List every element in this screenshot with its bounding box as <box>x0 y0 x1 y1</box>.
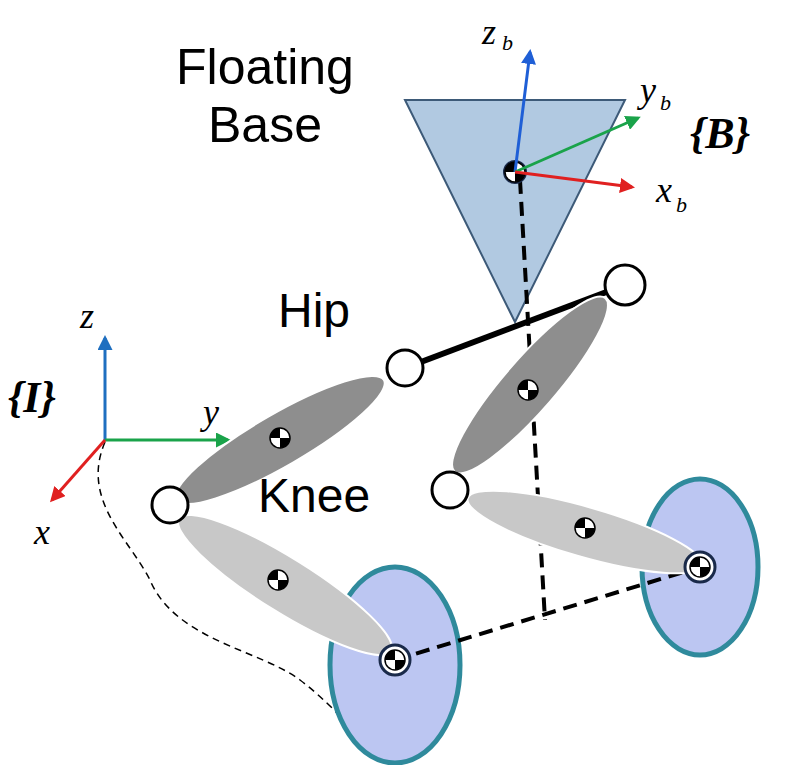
joint-name: Hip <box>278 283 350 338</box>
axis-subscript: b <box>676 192 687 217</box>
frame-name: {I} <box>8 372 56 423</box>
axis-name: x <box>34 512 50 553</box>
axis-name: x <box>656 170 672 211</box>
axis-name: z <box>482 12 496 53</box>
joint-name: Knee <box>258 468 370 523</box>
axis-name: y <box>640 70 656 111</box>
frame-name: {B} <box>690 108 750 159</box>
axis-subscript: b <box>660 90 671 115</box>
axis-subscript: b <box>502 30 513 55</box>
axis-name: y <box>203 392 219 433</box>
axis-name: z <box>80 296 94 337</box>
part-name: Floating Base <box>135 38 395 154</box>
